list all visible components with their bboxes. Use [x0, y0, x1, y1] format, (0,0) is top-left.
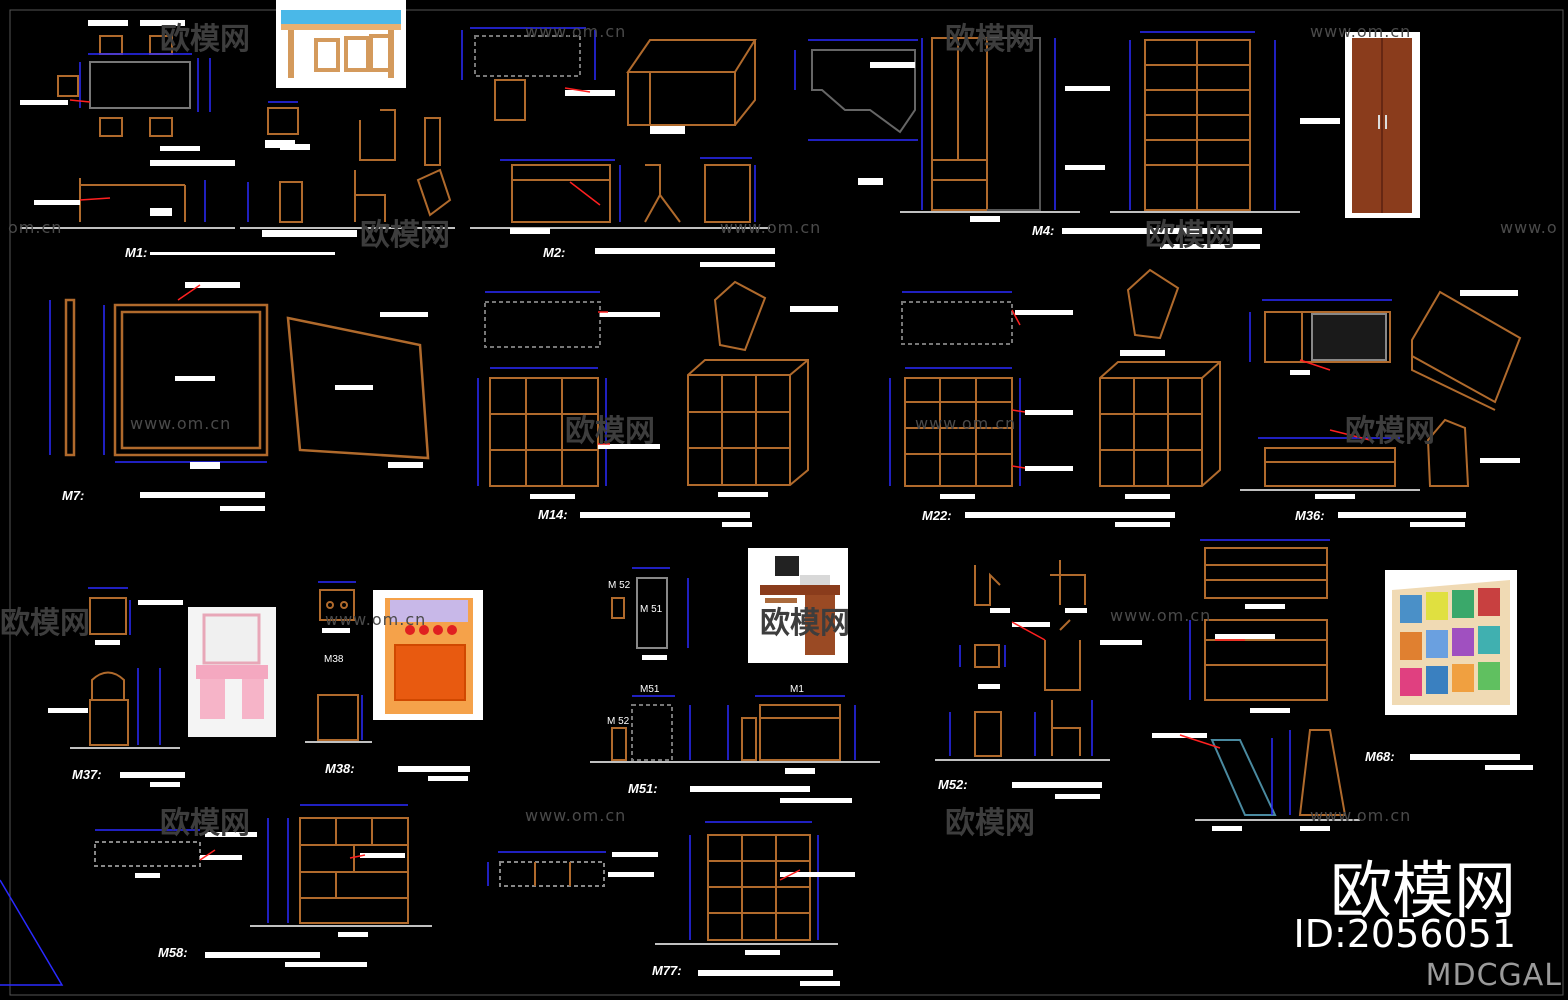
m1-notes: [20, 20, 357, 237]
m36-dimensions: [1249, 299, 1400, 439]
m77-notes: [608, 852, 855, 986]
m52-notes: [978, 608, 1142, 799]
m38-notes: [322, 628, 470, 781]
m7-dimensions: [49, 300, 267, 463]
inner-label-m52-top: M 52: [608, 580, 631, 591]
m68-photo: [1385, 570, 1517, 715]
label-m77: M77:: [652, 963, 682, 978]
watermark-url: www.om.cn: [525, 22, 627, 41]
brand-logo-text: 欧模网: [1329, 854, 1516, 927]
m37-photo: [188, 607, 276, 737]
m77-group: [499, 834, 811, 941]
m4-notes: [858, 62, 1340, 249]
inner-label-m1: M1: [790, 684, 804, 695]
m38-group: [317, 589, 359, 741]
m36-notes: [1290, 290, 1520, 527]
watermark-edge: www.o: [1500, 218, 1558, 237]
m22-notes: [940, 310, 1175, 527]
m2-dimensions: [461, 27, 756, 222]
m2-notes: [510, 90, 775, 267]
inner-label-m52-side: M 52: [607, 716, 630, 727]
m2-group: [474, 35, 757, 223]
label-m51: M51:: [628, 781, 658, 796]
m7-notes: [140, 282, 428, 511]
corner-triangle: [0, 879, 64, 986]
m14-dimensions: [477, 291, 607, 486]
watermark-cn: 欧模网: [945, 806, 1035, 841]
watermark-url: www.om.cn: [915, 414, 1017, 433]
m22-group: [901, 268, 1221, 487]
watermark-cn: 欧模网: [565, 414, 655, 449]
m51-group: [611, 577, 841, 761]
m51-dimensions: [632, 567, 856, 760]
watermark-url: www.om.cn: [1110, 606, 1212, 625]
m68-group: [1204, 547, 1347, 816]
m68-dimensions: [1189, 539, 1330, 815]
watermark-cn: 欧模网: [0, 606, 90, 641]
leader-lines: [69, 87, 1371, 881]
label-m2: M2:: [543, 245, 566, 260]
m38-dimensions: [318, 581, 363, 740]
watermark-url: www.om.cn: [325, 610, 427, 629]
sheet-border: [9, 9, 1564, 996]
m4-group: [811, 37, 1251, 211]
inner-label-m51-mid: M51: [640, 684, 660, 695]
label-m37: M37:: [72, 767, 102, 782]
watermark-edge: om.cn: [8, 218, 63, 237]
label-m1: M1:: [125, 245, 148, 260]
m58-notes: [135, 832, 405, 967]
inner-label-m51-top: M 51: [640, 604, 663, 615]
m51-photo: [748, 548, 848, 663]
label-m52: M52:: [938, 777, 968, 792]
watermark-url: www.om.cn: [720, 218, 822, 237]
label-m68: M68:: [1365, 749, 1395, 764]
m22-dimensions: [889, 291, 1021, 486]
m51-notes: [642, 655, 852, 803]
brand-signature: MDCGAL: [1425, 958, 1562, 993]
m14-group: [484, 280, 809, 487]
m37-notes: [48, 600, 185, 787]
watermark-cn: 欧模网: [1345, 414, 1435, 449]
inner-label-m38: M38: [324, 654, 344, 665]
watermark-url: www.om.cn: [130, 414, 232, 433]
watermark-url: www.om.cn: [1310, 22, 1412, 41]
watermark-cn: 欧模网: [1145, 218, 1235, 253]
m58-dimensions: [95, 804, 408, 923]
watermark-cn: 欧模网: [160, 806, 250, 841]
m77-dimensions: [487, 821, 819, 940]
brand-id: ID:2056051: [1293, 912, 1516, 956]
m1-photo: [276, 0, 406, 88]
m4-photo: [1345, 32, 1420, 218]
m36-group: [1264, 290, 1522, 487]
m52-dimensions: [949, 645, 1093, 756]
m52-group: [974, 560, 1086, 757]
label-m58: M58:: [158, 945, 188, 960]
m14-notes: [530, 306, 838, 527]
m7-group: [64, 298, 430, 460]
label-m38: M38:: [325, 761, 355, 776]
watermark-url: www.om.cn: [1310, 806, 1412, 825]
m38-photo: [373, 590, 483, 720]
watermark-cn: 欧模网: [160, 22, 250, 57]
label-m4: M4:: [1032, 223, 1055, 238]
watermark-url: www.om.cn: [525, 806, 627, 825]
watermark-cn: 欧模网: [945, 22, 1035, 57]
watermark-cn: 欧模网: [360, 218, 450, 253]
label-m22: M22:: [922, 508, 952, 523]
m58-group: [94, 817, 409, 924]
label-m1-line: [150, 252, 335, 255]
m4-dimensions: [794, 31, 1276, 210]
m68-notes: [1152, 604, 1533, 831]
label-m14: M14:: [538, 507, 568, 522]
watermark-cn: 欧模网: [760, 606, 850, 641]
label-m7: M7:: [62, 488, 85, 503]
m37-group: [89, 597, 129, 746]
label-m36: M36:: [1295, 508, 1325, 523]
m37-dimensions: [88, 587, 161, 745]
